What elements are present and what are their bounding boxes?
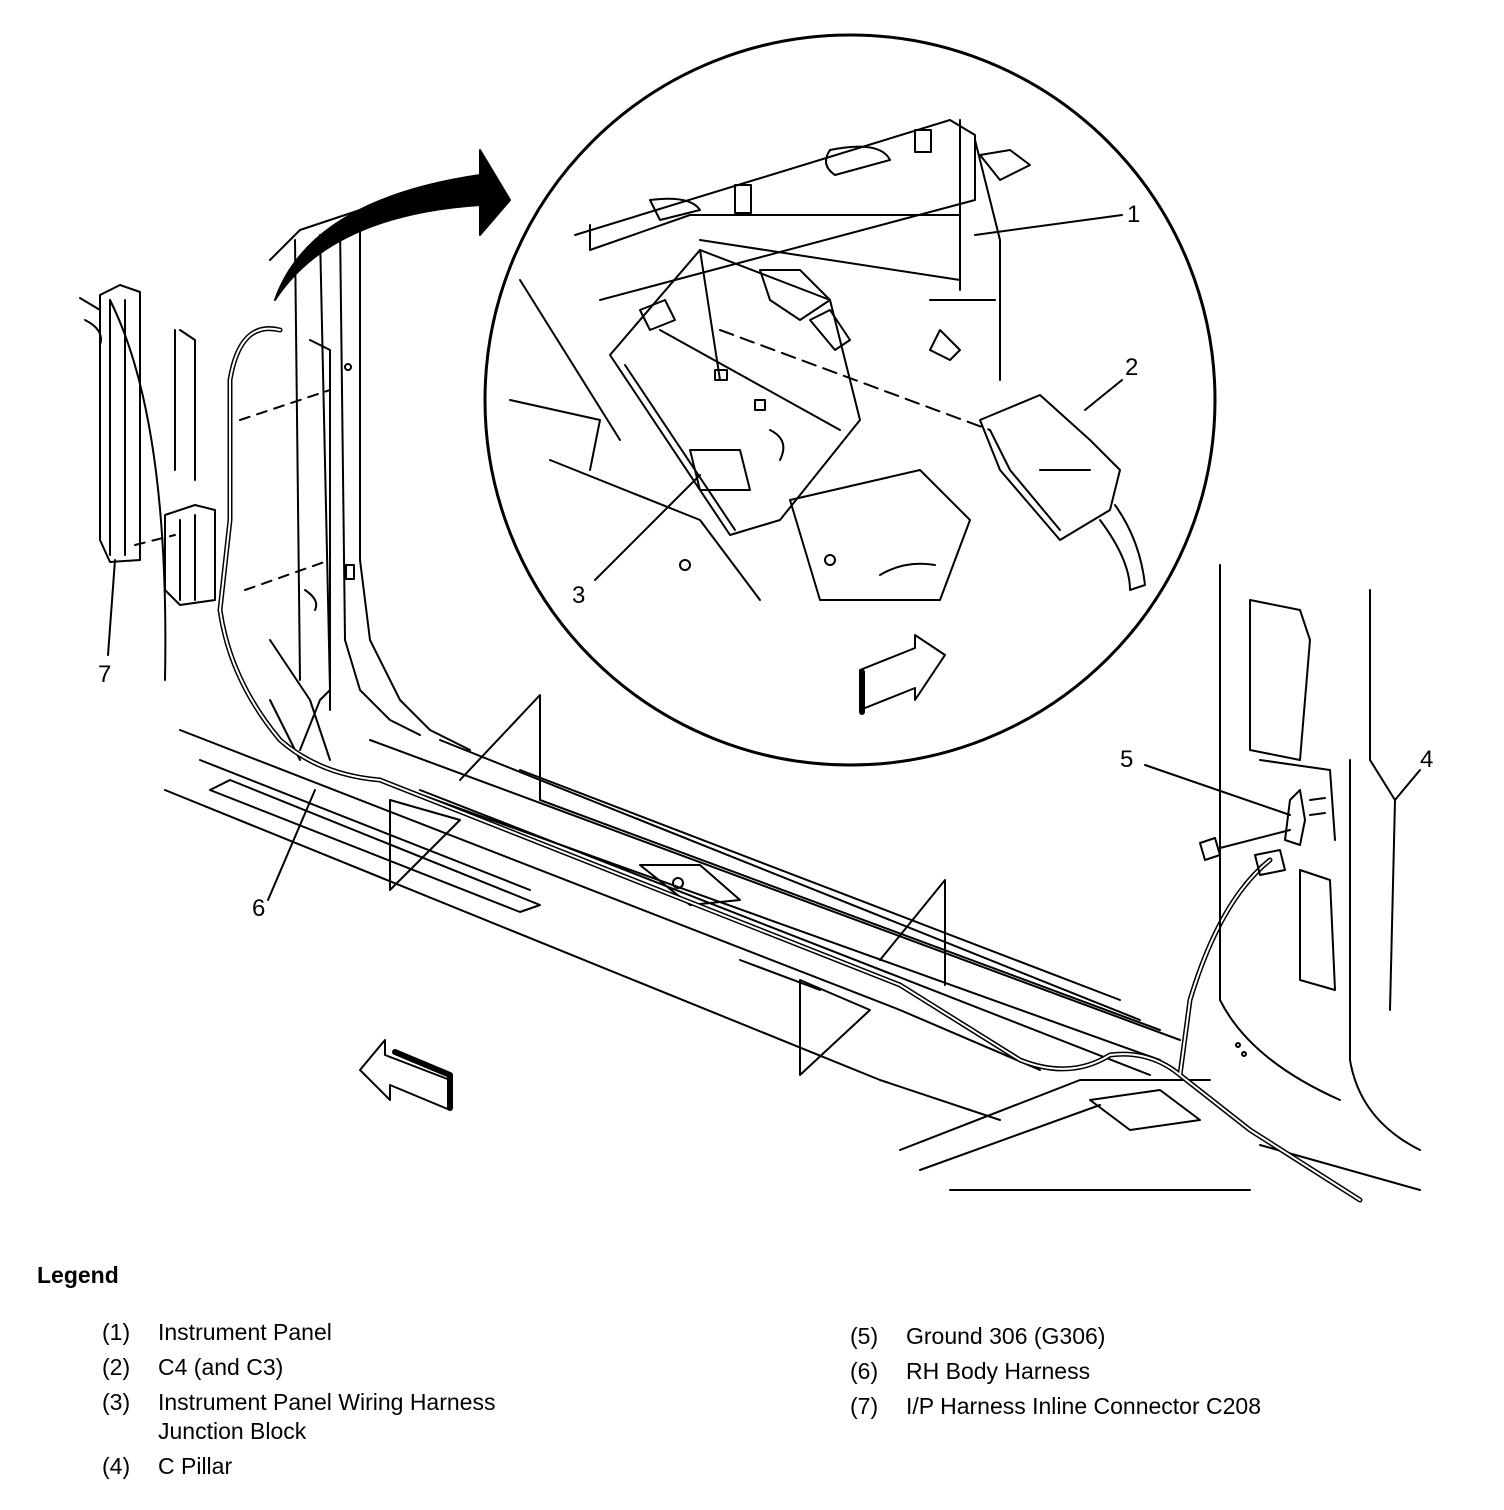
legend-item: (1) Instrument Panel — [102, 1318, 495, 1347]
mounting-dashes — [134, 389, 331, 591]
callout-6: 6 — [252, 895, 265, 922]
legend-item-number: (2) — [102, 1354, 131, 1380]
legend-item-number: (4) — [102, 1453, 131, 1479]
forward-arrow-inset — [859, 634, 946, 715]
door-pillar — [109, 209, 471, 761]
legend-item-number: (6) — [850, 1358, 879, 1384]
harness-routing-illustration: 1 2 3 4 5 6 7 — [79, 33, 1433, 1203]
legend-item: (2) C4 (and C3) — [102, 1353, 495, 1382]
callout-3: 3 — [572, 582, 585, 609]
legend-title: Legend — [37, 1262, 119, 1288]
legend-item-text: Ground 306 (G306) — [906, 1323, 1106, 1349]
detail-inset — [483, 33, 1217, 767]
callout-1: 1 — [1127, 201, 1140, 228]
callout-leaders — [107, 214, 1421, 901]
legend-item-text: I/P Harness Inline Connector C208 — [906, 1393, 1261, 1419]
callout-7: 7 — [98, 661, 111, 688]
c-pillar — [1219, 564, 1421, 1151]
legend-item: (6) RH Body Harness — [850, 1357, 1261, 1386]
legend-item: (4) C Pillar — [102, 1452, 495, 1481]
callout-5: 5 — [1120, 746, 1133, 773]
connector-c208 — [79, 284, 216, 606]
legend: Legend (1) Instrument Panel (2) C4 (and … — [37, 1262, 1477, 1502]
legend-item: (5) Ground 306 (G306) — [850, 1322, 1261, 1351]
legend-item: (7) I/P Harness Inline Connector C208 — [850, 1392, 1261, 1421]
ground-g306 — [1199, 789, 1326, 876]
callout-4: 4 — [1420, 746, 1433, 773]
legend-item-text: C Pillar — [158, 1453, 233, 1479]
curved-arrow — [274, 149, 511, 301]
legend-column-left: (1) Instrument Panel (2) C4 (and C3) (3)… — [102, 1318, 495, 1487]
legend-item-text: Instrument Panel Wiring Harness Junction… — [158, 1389, 496, 1444]
legend-item-text: RH Body Harness — [906, 1358, 1091, 1384]
legend-item-text: C4 (and C3) — [158, 1354, 284, 1380]
floor-structure — [164, 689, 1421, 1191]
callout-2: 2 — [1125, 354, 1138, 381]
legend-item-number: (5) — [850, 1323, 879, 1349]
legend-item-number: (3) — [102, 1389, 131, 1415]
legend-item-text: Instrument Panel — [158, 1319, 332, 1345]
legend-item-number: (1) — [102, 1319, 131, 1345]
rh-body-harness-inner — [219, 327, 1361, 1201]
legend-item: (3) Instrument Panel Wiring Harness Junc… — [102, 1388, 495, 1446]
legend-column-right: (5) Ground 306 (G306) (6) RH Body Harnes… — [850, 1322, 1261, 1427]
rh-body-harness — [217, 326, 1363, 1203]
forward-arrow-lower — [359, 1039, 453, 1111]
legend-item-number: (7) — [850, 1393, 879, 1419]
